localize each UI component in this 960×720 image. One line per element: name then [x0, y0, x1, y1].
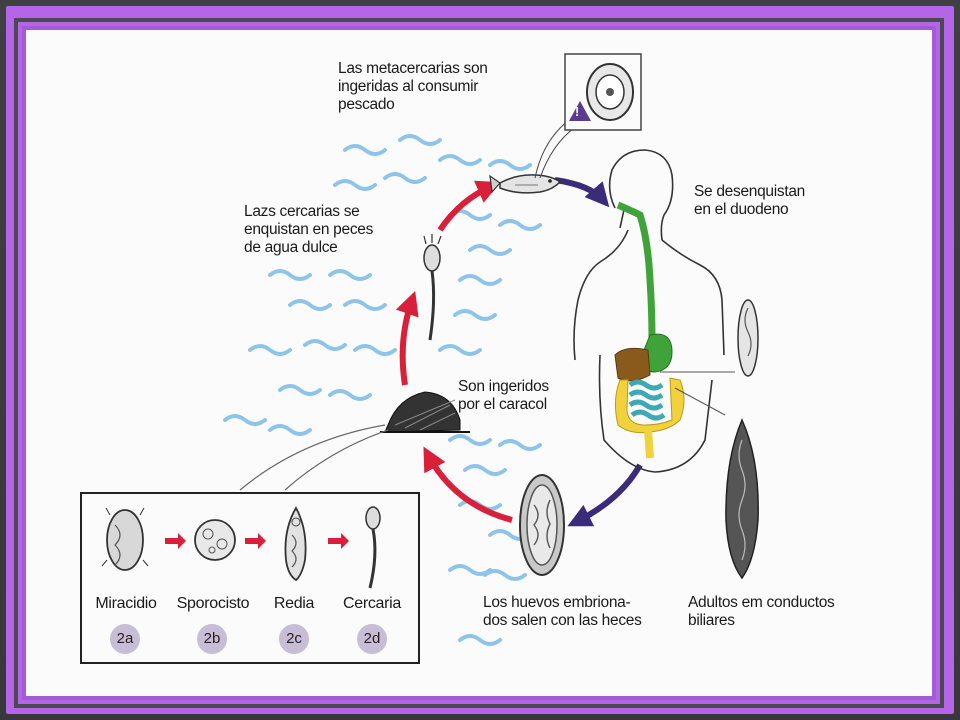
warning-icon [569, 101, 591, 121]
stage-badge-2b: 2b [197, 624, 227, 654]
embryonated-egg-icon [519, 474, 565, 576]
label-desenquistan: Se desenquistan en el duodeno [694, 183, 805, 218]
stage-name-sporocisto: Sporocisto [176, 595, 250, 612]
warning-glyph: ! [575, 104, 580, 119]
frame-inner-border [14, 18, 944, 708]
arrow-eggs-to-snail [423, 446, 513, 523]
label-huevos-embrionados: Los huevos embriona- dos salen con las h… [483, 594, 642, 629]
label-adultos: Adultos em conductos biliares [688, 594, 835, 629]
stage-badge-2a: 2a [110, 624, 140, 654]
adult-fluke-small-icon [737, 299, 759, 377]
arrow-snail-to-cercaria [395, 290, 419, 386]
stage-name-cercaria: Cercaria [342, 595, 402, 612]
metacercaria-inset [534, 53, 642, 179]
stage-name-miracidio: Miracidio [95, 595, 157, 612]
esophagus-icon [616, 201, 656, 341]
label-metacercarias: Las metacercarias son ingeridas al consu… [338, 60, 488, 113]
arrow-cercaria-to-fish [437, 180, 501, 232]
adult-fluke-large-icon [725, 418, 759, 580]
cercaria-icon [423, 234, 442, 341]
stage-name-redia: Redia [273, 595, 315, 612]
arrow-fish-to-human [554, 177, 610, 208]
small-intestine-icon [628, 379, 666, 421]
fish-icon [489, 174, 562, 194]
large-intestine-icon [614, 377, 685, 434]
liver-icon [614, 347, 651, 382]
stage-badge-2c: 2c [279, 624, 309, 654]
label-ingeridos-caracol: Son ingeridos por el caracol [458, 378, 549, 413]
label-cercarias-enquistan: Lazs cercarias se enquistan en peces de … [244, 203, 374, 256]
stage-badge-2d: 2d [357, 624, 387, 654]
snail-icon [380, 391, 470, 433]
human-body-icon [573, 149, 725, 473]
arrow-human-to-eggs [567, 463, 643, 527]
